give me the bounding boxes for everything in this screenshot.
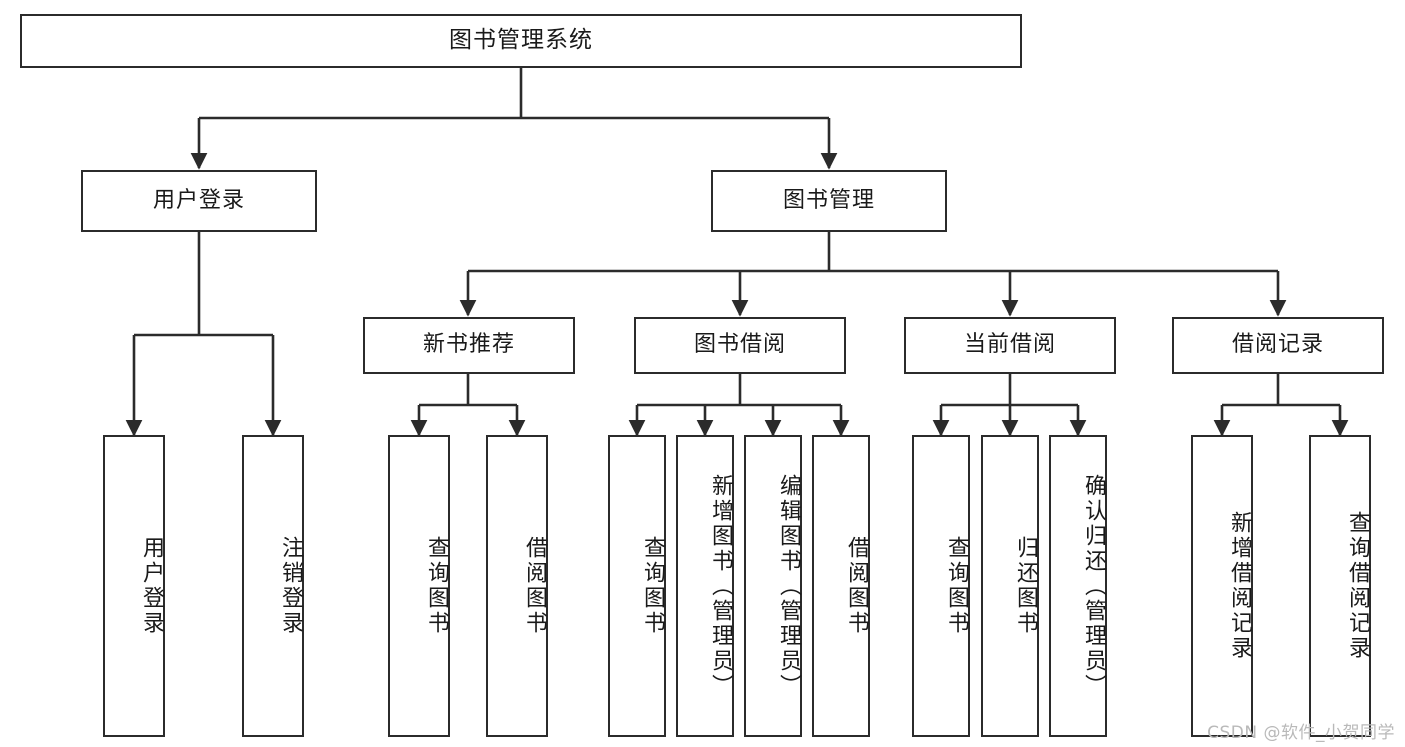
leaf-label: 归还图书 — [1013, 536, 1038, 636]
node-book-borrow[interactable]: 图书借阅 — [634, 317, 846, 374]
leaf-label: 借阅图书 — [844, 536, 869, 636]
leaf-label: 查询图书 — [944, 536, 969, 636]
leaf-label: 用户登录 — [139, 536, 164, 636]
leaf-user-login-signout[interactable]: 注销登录 — [242, 435, 304, 737]
leaf-label: 注销登录 — [278, 536, 303, 636]
leaf-current-borrow-confirm[interactable]: 确认归还（管理员） — [1049, 435, 1107, 737]
leaf-label: 查询图书 — [424, 536, 449, 636]
leaf-book-borrow-add[interactable]: 新增图书（管理员） — [676, 435, 734, 737]
leaf-label: 查询借阅记录 — [1345, 511, 1370, 661]
leaf-current-borrow-return[interactable]: 归还图书 — [981, 435, 1039, 737]
leaf-label: 新增借阅记录 — [1227, 511, 1252, 661]
leaf-label: 编辑图书（管理员） — [776, 473, 801, 699]
leaf-book-borrow-query[interactable]: 查询图书 — [608, 435, 666, 737]
node-book-management[interactable]: 图书管理 — [711, 170, 947, 232]
node-borrow-record[interactable]: 借阅记录 — [1172, 317, 1384, 374]
leaf-book-borrow-edit[interactable]: 编辑图书（管理员） — [744, 435, 802, 737]
leaf-new-book-query[interactable]: 查询图书 — [388, 435, 450, 737]
node-current-borrow[interactable]: 当前借阅 — [904, 317, 1116, 374]
leaf-current-borrow-query[interactable]: 查询图书 — [912, 435, 970, 737]
leaf-label: 新增图书（管理员） — [708, 473, 733, 699]
leaf-label: 借阅图书 — [522, 536, 547, 636]
node-new-book-recommend[interactable]: 新书推荐 — [363, 317, 575, 374]
leaf-label: 查询图书 — [640, 536, 665, 636]
leaf-label: 确认归还（管理员） — [1081, 473, 1106, 699]
leaf-user-login-signin[interactable]: 用户登录 — [103, 435, 165, 737]
node-root-system[interactable]: 图书管理系统 — [20, 14, 1022, 68]
leaf-book-borrow-borrow[interactable]: 借阅图书 — [812, 435, 870, 737]
node-user-login[interactable]: 用户登录 — [81, 170, 317, 232]
leaf-borrow-record-query[interactable]: 查询借阅记录 — [1309, 435, 1371, 737]
csdn-watermark: CSDN @软件_小贺同学 — [1207, 723, 1395, 743]
leaf-borrow-record-add[interactable]: 新增借阅记录 — [1191, 435, 1253, 737]
leaf-new-book-borrow[interactable]: 借阅图书 — [486, 435, 548, 737]
